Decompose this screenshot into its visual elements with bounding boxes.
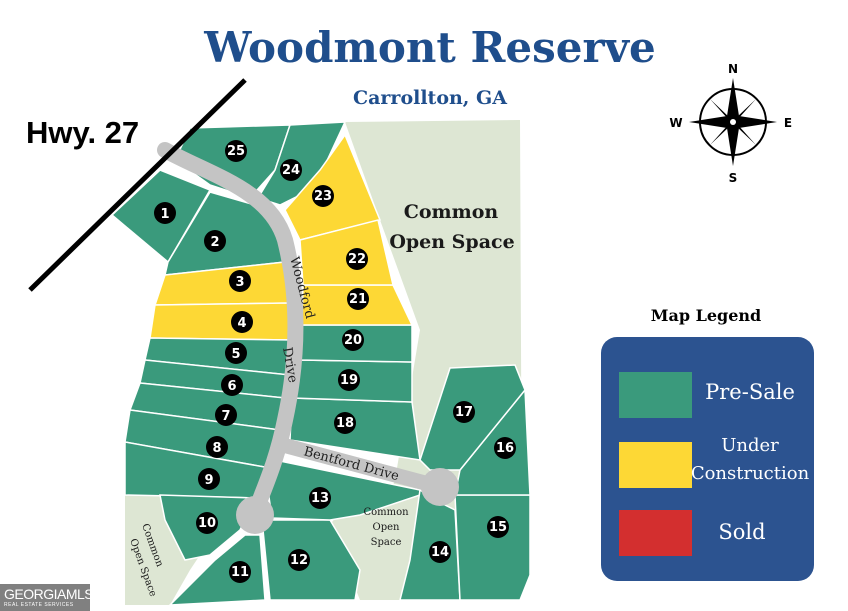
lot-marker-16: 16 bbox=[494, 437, 516, 459]
legend-label-sold: Sold bbox=[718, 520, 765, 544]
compass-east-label: E bbox=[784, 116, 792, 130]
svg-text:17: 17 bbox=[455, 405, 473, 420]
open-space-label-line2: Open Space bbox=[389, 231, 514, 253]
center-open-space-label-line1: Common bbox=[363, 507, 409, 518]
lot-marker-8: 8 bbox=[206, 436, 228, 458]
legend-swatch-sold bbox=[619, 510, 692, 556]
svg-text:14: 14 bbox=[431, 545, 449, 560]
center-open-space-label-line2: Open bbox=[373, 522, 401, 533]
page-subtitle: Carrollton, GA bbox=[353, 87, 507, 109]
svg-text:23: 23 bbox=[314, 189, 332, 204]
lot-4[interactable] bbox=[149, 302, 294, 341]
lot-marker-5: 5 bbox=[225, 342, 247, 364]
lot-11[interactable] bbox=[168, 534, 266, 606]
svg-text:8: 8 bbox=[212, 441, 221, 456]
lot-marker-24: 24 bbox=[280, 159, 302, 181]
svg-text:3: 3 bbox=[235, 275, 244, 290]
svg-text:25: 25 bbox=[227, 144, 245, 159]
lot-marker-9: 9 bbox=[198, 468, 220, 490]
lot-marker-2: 2 bbox=[204, 230, 226, 252]
highway-label: Hwy. 27 bbox=[26, 115, 139, 150]
compass-rose-icon: N S W E bbox=[669, 62, 792, 185]
open-space-label-line1: Common bbox=[404, 201, 499, 223]
svg-text:5: 5 bbox=[231, 347, 240, 362]
legend-swatch-pre-sale bbox=[619, 372, 692, 418]
lot-marker-6: 6 bbox=[221, 374, 243, 396]
compass-west-label: W bbox=[669, 116, 682, 130]
svg-text:24: 24 bbox=[282, 163, 300, 178]
lot-marker-20: 20 bbox=[342, 329, 364, 351]
bentford-drive-road bbox=[281, 437, 442, 495]
lot-marker-25: 25 bbox=[225, 140, 247, 162]
lot-marker-19: 19 bbox=[338, 369, 360, 391]
svg-text:15: 15 bbox=[489, 520, 507, 535]
watermark-main-text: GEORGIAMLS bbox=[4, 586, 94, 602]
georgiamls-watermark: GEORGIAMLS REAL ESTATE SERVICES bbox=[0, 584, 94, 611]
svg-text:11: 11 bbox=[231, 565, 249, 580]
woodford-drive-label-2: Drive bbox=[279, 346, 300, 384]
legend-swatch-under-construction bbox=[619, 442, 692, 488]
watermark-sub-text: REAL ESTATE SERVICES bbox=[4, 602, 74, 608]
highway-27-line bbox=[28, 78, 247, 292]
lot-marker-3: 3 bbox=[229, 270, 251, 292]
lot-marker-14: 14 bbox=[429, 541, 451, 563]
lot-marker-23: 23 bbox=[312, 185, 334, 207]
lot-marker-1: 1 bbox=[154, 202, 176, 224]
center-open-space-label-line3: Space bbox=[371, 537, 402, 548]
svg-text:1: 1 bbox=[160, 207, 169, 222]
lot-marker-22: 22 bbox=[346, 248, 368, 270]
woodford-drive-road bbox=[157, 142, 304, 523]
lot-marker-21: 21 bbox=[347, 288, 369, 310]
woodford-cul-de-sac bbox=[236, 496, 274, 534]
svg-text:16: 16 bbox=[496, 441, 514, 456]
lot-marker-17: 17 bbox=[453, 401, 475, 423]
lot-marker-13: 13 bbox=[309, 487, 331, 509]
page-title: Woodmont Reserve bbox=[203, 23, 655, 72]
lot-markers: 1 2 3 4 5 6 7 8 9 10 11 12 13 14 15 16 1… bbox=[154, 140, 516, 583]
lot-24[interactable] bbox=[256, 121, 347, 206]
lot-marker-4: 4 bbox=[231, 311, 253, 333]
legend-label-under-construction-line2: Construction bbox=[691, 463, 810, 484]
svg-text:21: 21 bbox=[349, 292, 367, 307]
svg-text:9: 9 bbox=[204, 473, 213, 488]
svg-text:22: 22 bbox=[348, 252, 366, 267]
legend-label-pre-sale: Pre-Sale bbox=[705, 380, 795, 404]
legend-label-under-construction-line1: Under bbox=[721, 435, 779, 456]
svg-text:2: 2 bbox=[210, 235, 219, 250]
lot-23[interactable] bbox=[284, 133, 382, 241]
svg-text:20: 20 bbox=[344, 333, 362, 348]
svg-text:19: 19 bbox=[340, 373, 358, 388]
compass-north-label: N bbox=[728, 62, 738, 76]
lot-marker-15: 15 bbox=[487, 516, 509, 538]
svg-text:4: 4 bbox=[237, 316, 246, 331]
lot-marker-12: 12 bbox=[288, 549, 310, 571]
lot-marker-10: 10 bbox=[196, 512, 218, 534]
lot-15[interactable] bbox=[454, 494, 531, 601]
svg-text:18: 18 bbox=[336, 416, 354, 431]
lot-marker-7: 7 bbox=[215, 404, 237, 426]
svg-text:6: 6 bbox=[227, 379, 236, 394]
legend-title: Map Legend bbox=[651, 306, 761, 325]
svg-text:7: 7 bbox=[221, 409, 230, 424]
lot-marker-18: 18 bbox=[334, 412, 356, 434]
bentford-cul-de-sac bbox=[421, 468, 459, 506]
svg-text:10: 10 bbox=[198, 516, 216, 531]
lot-marker-11: 11 bbox=[229, 561, 251, 583]
svg-text:12: 12 bbox=[290, 553, 308, 568]
lot-22[interactable] bbox=[299, 219, 394, 286]
compass-south-label: S bbox=[729, 171, 738, 185]
svg-text:13: 13 bbox=[311, 491, 329, 506]
